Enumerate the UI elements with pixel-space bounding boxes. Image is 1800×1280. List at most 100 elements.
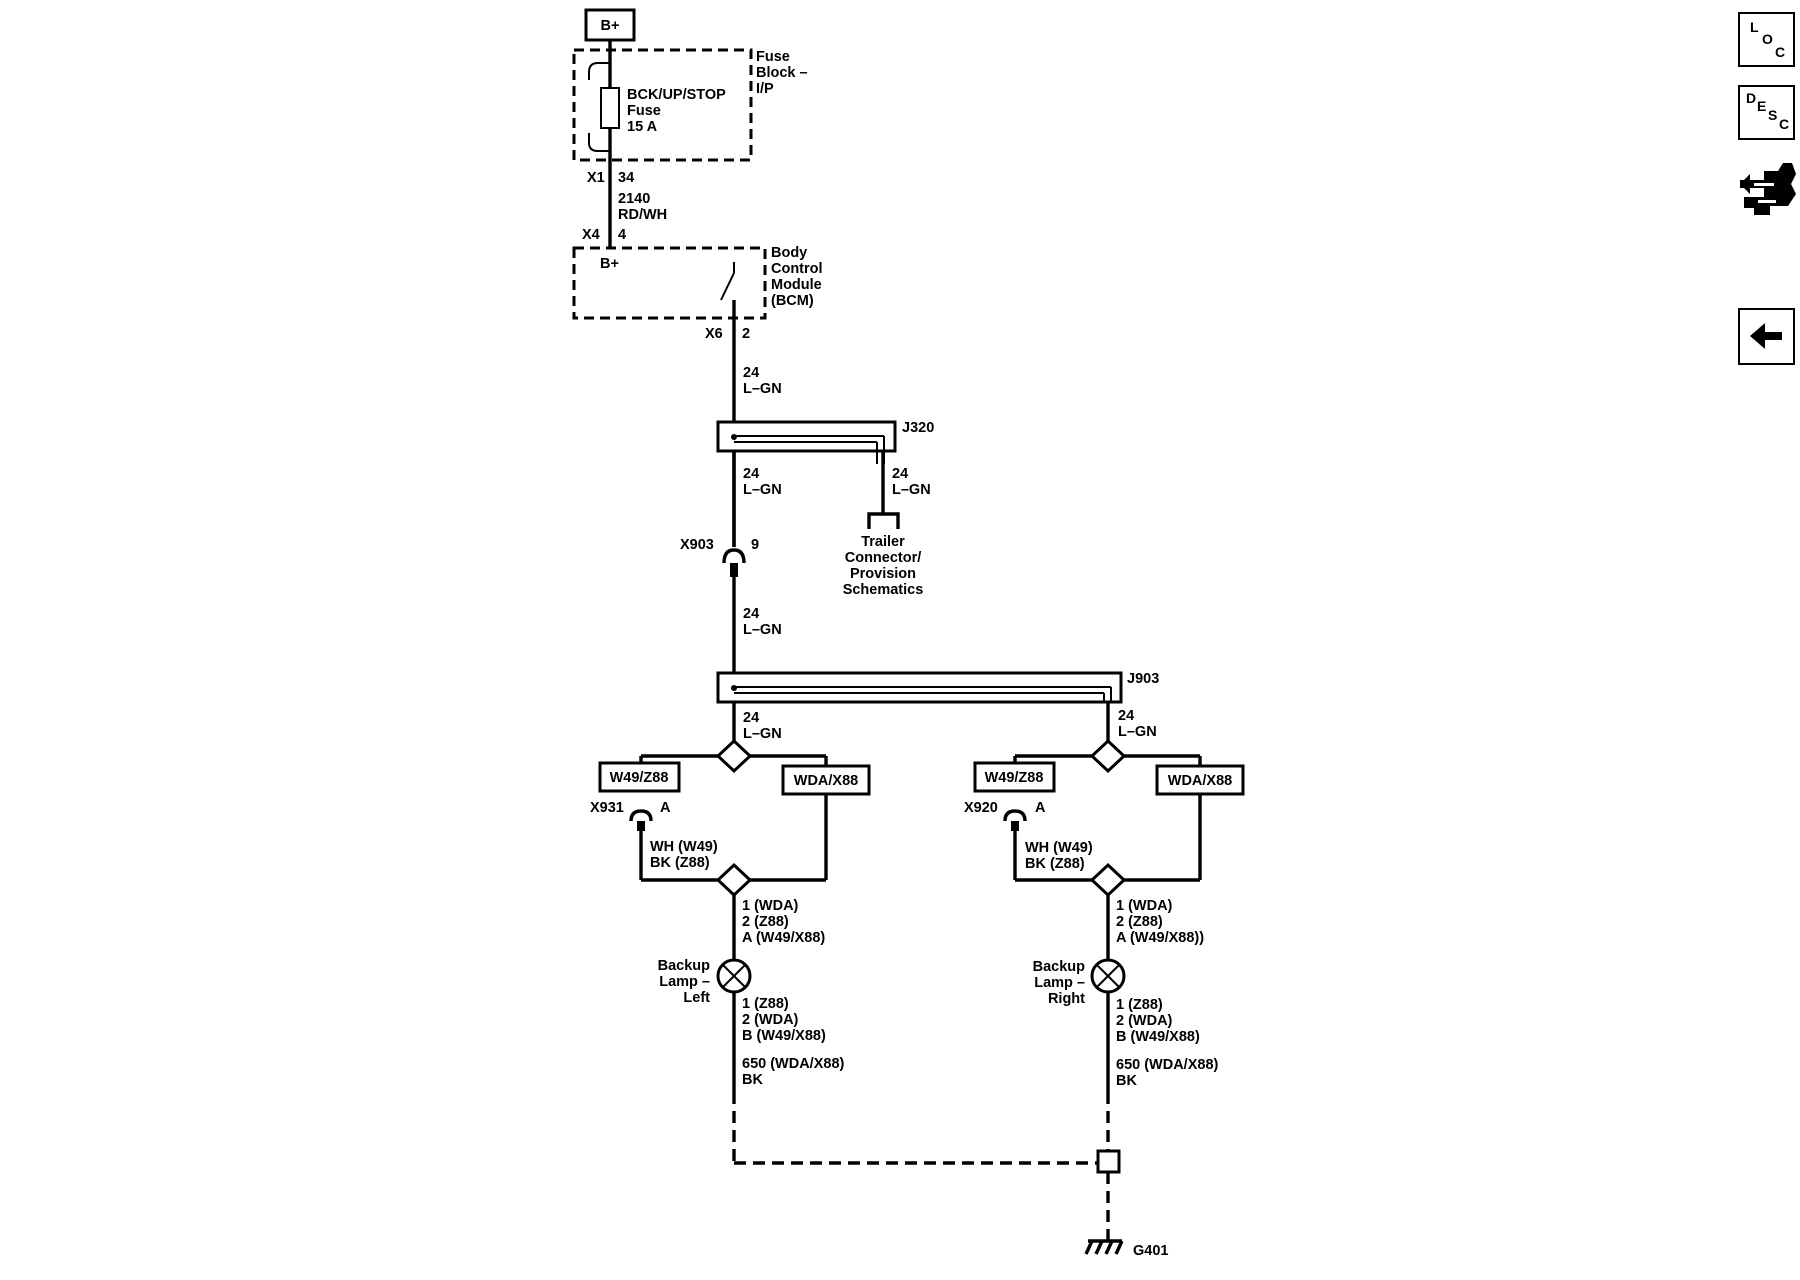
svg-text:Provision: Provision xyxy=(850,566,916,582)
svg-text:Connector/: Connector/ xyxy=(845,550,922,566)
svg-text:1 (Z88): 1 (Z88) xyxy=(1116,997,1163,1013)
svg-text:BK (Z88): BK (Z88) xyxy=(650,855,710,871)
svg-text:B (W49/X88): B (W49/X88) xyxy=(742,1028,826,1044)
lamp-right-name-3: Right xyxy=(1048,991,1085,1007)
feed-circuit: 2140 xyxy=(618,191,650,207)
x6-label: X6 xyxy=(705,326,723,342)
svg-text:2 (Z88): 2 (Z88) xyxy=(742,914,789,930)
supply-label: B+ xyxy=(601,18,620,34)
ground-label: G401 xyxy=(1133,1243,1168,1259)
wire-lgn-d: L–GN xyxy=(743,622,782,638)
fuse-word: Fuse xyxy=(627,103,661,119)
ground-junction xyxy=(1096,1149,1121,1174)
bcm-switch xyxy=(720,272,735,301)
svg-text:2 (WDA): 2 (WDA) xyxy=(1116,1013,1173,1029)
wire-24-c: 24 xyxy=(892,466,908,482)
wire-24-a: 24 xyxy=(743,365,759,381)
fuse-block-label-1: Fuse xyxy=(756,49,790,65)
svg-text:2 (WDA): 2 (WDA) xyxy=(742,1012,799,1028)
backup-lamp-left-symbol xyxy=(716,958,752,994)
svg-text:BK (Z88): BK (Z88) xyxy=(1025,856,1085,872)
fuse-name: BCK/UP/STOP xyxy=(627,87,726,103)
svg-text:1 (WDA): 1 (WDA) xyxy=(1116,898,1173,914)
svg-text:650 (WDA/X88): 650 (WDA/X88) xyxy=(742,1056,845,1072)
wire-lgn-c: L–GN xyxy=(892,482,931,498)
svg-text:L–GN: L–GN xyxy=(1118,724,1157,740)
wire-lgn-a: L–GN xyxy=(743,381,782,397)
bcm-label-1: Body xyxy=(771,245,807,261)
x920-label: X920 xyxy=(964,800,998,816)
x903-inline-connector: X903 9 xyxy=(680,537,759,577)
feed-color: RD/WH xyxy=(618,207,667,223)
ground-symbol xyxy=(1084,1239,1124,1255)
battery-supply-symbol: B+ xyxy=(584,8,636,42)
svg-text:BK: BK xyxy=(742,1072,763,1088)
bcm-label-2: Control xyxy=(771,261,823,277)
x1-pin: 34 xyxy=(618,170,634,186)
option-w49-left: W49/Z88 xyxy=(610,770,669,786)
fuse-symbol xyxy=(600,87,620,129)
trailer-reference[interactable]: Trailer Connector/ Provision Schematics xyxy=(843,534,924,598)
option-wda-left: WDA/X88 xyxy=(794,773,858,789)
ground-path: G401 xyxy=(732,1092,1168,1259)
svg-text:A (W49/X88)): A (W49/X88)) xyxy=(1116,930,1204,946)
x1-label: X1 xyxy=(587,170,605,186)
x931-label: X931 xyxy=(590,800,624,816)
x4-label: X4 xyxy=(582,227,600,243)
svg-text:Trailer: Trailer xyxy=(861,534,905,550)
lamp-right-name-1: Backup xyxy=(1033,959,1086,975)
j320-label: J320 xyxy=(902,420,934,436)
trailer-ref-arrow xyxy=(867,512,900,529)
svg-text:24: 24 xyxy=(743,710,759,726)
left-lamp-circuit: 24 L–GN W49/Z88 WDA/X88 X931 A WH (W49) … xyxy=(590,702,871,1092)
fuse-block: BCK/UP/STOP Fuse 15 A Fuse Block – I/P xyxy=(572,40,808,162)
wire-lgn-b: L–GN xyxy=(743,482,782,498)
svg-text:Schematics: Schematics xyxy=(843,582,924,598)
option-wda-right: WDA/X88 xyxy=(1168,773,1232,789)
x903-label: X903 xyxy=(680,537,714,553)
option-split-right-top xyxy=(1089,738,1127,774)
option-split-left-top xyxy=(715,738,753,774)
right-lamp-circuit: 24 L–GN W49/Z88 WDA/X88 X920 A WH (W49) … xyxy=(964,702,1245,1092)
connector-end-view-icon[interactable] xyxy=(1736,154,1798,218)
backup-lamp-right-symbol xyxy=(1090,958,1126,994)
x920-pin: A xyxy=(1035,800,1046,816)
svg-text:A (W49/X88): A (W49/X88) xyxy=(742,930,825,946)
bcm-label-4: (BCM) xyxy=(771,293,814,309)
svg-text:L–GN: L–GN xyxy=(743,726,782,742)
svg-text:2 (Z88): 2 (Z88) xyxy=(1116,914,1163,930)
x6-pin: 2 xyxy=(742,326,750,342)
svg-text:WH (W49): WH (W49) xyxy=(650,839,718,855)
back-arrow-icon[interactable] xyxy=(1738,308,1795,365)
svg-text:BK: BK xyxy=(1116,1073,1137,1089)
option-split-left-bottom xyxy=(715,862,753,898)
lamp-left-name-2: Lamp – xyxy=(659,974,710,990)
loc-icon[interactable]: L O C xyxy=(1738,12,1795,67)
x903-pin: 9 xyxy=(751,537,759,553)
svg-text:B (W49/X88): B (W49/X88) xyxy=(1116,1029,1200,1045)
x931-pin: A xyxy=(660,800,671,816)
svg-text:24: 24 xyxy=(1118,708,1134,724)
option-w49-right: W49/Z88 xyxy=(985,770,1044,786)
fuse-block-label-2: Block – xyxy=(756,65,808,81)
fuse-block-label-3: I/P xyxy=(756,81,774,97)
fuse-rating: 15 A xyxy=(627,119,658,135)
lamp-left-name-3: Left xyxy=(683,990,710,1006)
body-control-module: B+ Body Control Module (BCM) xyxy=(572,245,823,320)
j903-splice-pack: J903 xyxy=(716,671,1159,704)
wire-24-b: 24 xyxy=(743,466,759,482)
svg-text:1 (Z88): 1 (Z88) xyxy=(742,996,789,1012)
lamp-left-name-1: Backup xyxy=(658,958,711,974)
lamp-right-name-2: Lamp – xyxy=(1034,975,1085,991)
desc-icon[interactable]: D E S C xyxy=(1738,85,1795,140)
svg-text:650 (WDA/X88): 650 (WDA/X88) xyxy=(1116,1057,1219,1073)
j903-label: J903 xyxy=(1127,671,1159,687)
svg-text:1 (WDA): 1 (WDA) xyxy=(742,898,799,914)
j320-splice-pack: J320 xyxy=(716,420,934,464)
wire-24-d: 24 xyxy=(743,606,759,622)
bcm-label-3: Module xyxy=(771,277,822,293)
svg-text:WH (W49): WH (W49) xyxy=(1025,840,1093,856)
option-split-right-bottom xyxy=(1089,862,1127,898)
x4-pin: 4 xyxy=(618,227,626,243)
